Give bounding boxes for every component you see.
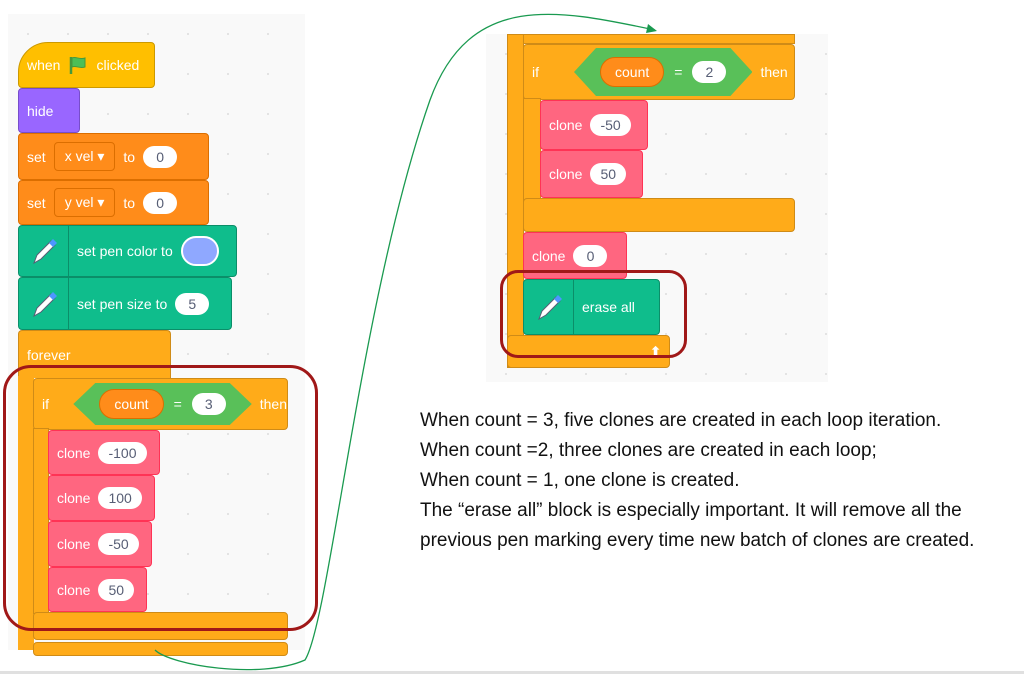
value-input[interactable]: -100 (98, 441, 147, 464)
if-count-3-block[interactable]: if count = 3 then (33, 378, 288, 430)
value-input[interactable]: -50 (98, 533, 139, 555)
highlight-box-left (3, 365, 318, 631)
value-input[interactable]: 0 (143, 145, 178, 168)
pen-icon (19, 226, 69, 276)
if-bottom (33, 612, 288, 640)
next-if-block-partial[interactable] (33, 642, 288, 656)
pen-color-label: set pen color to (77, 243, 173, 259)
erase-all-block[interactable]: erase all (523, 279, 660, 335)
clicked-label: clicked (96, 57, 140, 73)
variable-dropdown[interactable]: y vel ▾ (53, 188, 116, 217)
clone-block[interactable]: clone 50 (540, 150, 643, 198)
green-flag-icon (70, 56, 86, 74)
equals-label: = (674, 64, 683, 80)
pen-icon (524, 280, 574, 334)
forever-arm (18, 376, 34, 650)
if-bottom (523, 198, 795, 232)
dropdown-value: y vel (64, 194, 94, 210)
then-label: then (259, 396, 287, 412)
color-swatch[interactable] (180, 236, 219, 266)
forever-label: forever (27, 346, 71, 363)
equals-label: = (173, 396, 182, 412)
dropdown-value: x vel (64, 148, 94, 164)
set-y-vel-block[interactable]: set y vel ▾ to 0 (18, 180, 209, 225)
clone-label: clone (57, 490, 91, 506)
value-input[interactable]: 50 (98, 578, 135, 601)
when-label: when (27, 57, 61, 73)
clone-label: clone (57, 536, 91, 552)
value-input[interactable]: 0 (143, 191, 178, 214)
equals-operator[interactable]: count = 2 (574, 48, 752, 96)
note-line: When count =2, three clones are created … (420, 440, 877, 461)
loop-arrow-icon: ⬆ (650, 343, 661, 359)
clone-block[interactable]: clone 100 (48, 475, 155, 521)
note-line: When count = 1, one clone is created. (420, 470, 740, 491)
clone-label: clone (57, 581, 91, 598)
set-x-vel-block[interactable]: set x vel ▾ to 0 (18, 133, 209, 180)
variable-dropdown[interactable]: x vel ▾ (53, 142, 116, 171)
pen-icon (19, 278, 69, 329)
note-line: The “erase all” block is especially impo… (420, 500, 975, 551)
clone-block[interactable]: clone 50 (48, 567, 147, 612)
value-input[interactable]: 2 (692, 61, 726, 83)
forever-bottom: ⬆ (507, 335, 670, 368)
if-label: if (42, 396, 49, 412)
clone-label: clone (532, 247, 566, 264)
clone-block[interactable]: clone -100 (48, 430, 160, 475)
value-input[interactable]: 0 (573, 244, 608, 267)
value-input[interactable]: 3 (192, 393, 226, 415)
highlight-box-right (500, 270, 687, 358)
value-input[interactable]: 100 (98, 487, 142, 509)
equals-operator[interactable]: count = 3 (73, 383, 251, 425)
set-pen-color-block[interactable]: set pen color to (18, 225, 237, 277)
erase-all-label: erase all (582, 299, 635, 315)
value-input[interactable]: 50 (590, 163, 627, 185)
pen-size-label: set pen size to (77, 295, 168, 312)
clone-block[interactable]: clone -50 (540, 100, 648, 150)
clone-block[interactable]: clone -50 (48, 521, 152, 567)
clone-label: clone (57, 444, 91, 461)
to-label: to (123, 148, 136, 165)
forever-block[interactable]: forever (18, 330, 171, 378)
value-input[interactable]: 5 (175, 292, 210, 315)
clone-label: clone (549, 166, 583, 182)
set-pen-size-block[interactable]: set pen size to 5 (18, 277, 232, 330)
to-label: to (123, 194, 136, 211)
clone-label: clone (549, 117, 583, 133)
if-count-2-block[interactable]: if count = 2 then (523, 44, 795, 100)
hide-block[interactable]: hide (18, 88, 80, 133)
if-label: if (532, 64, 539, 80)
set-label: set (27, 194, 46, 211)
count-variable[interactable]: count (99, 389, 163, 419)
when-flag-clicked-block[interactable]: when clicked (18, 42, 155, 88)
bottom-divider (0, 671, 1024, 674)
set-label: set (27, 148, 46, 165)
hide-label: hide (27, 102, 54, 119)
count-variable[interactable]: count (600, 57, 664, 87)
value-input[interactable]: -50 (590, 114, 631, 136)
then-label: then (760, 64, 788, 80)
explanation-text: When count = 3, five clones are created … (420, 406, 1020, 556)
note-line: When count = 3, five clones are created … (420, 410, 942, 431)
